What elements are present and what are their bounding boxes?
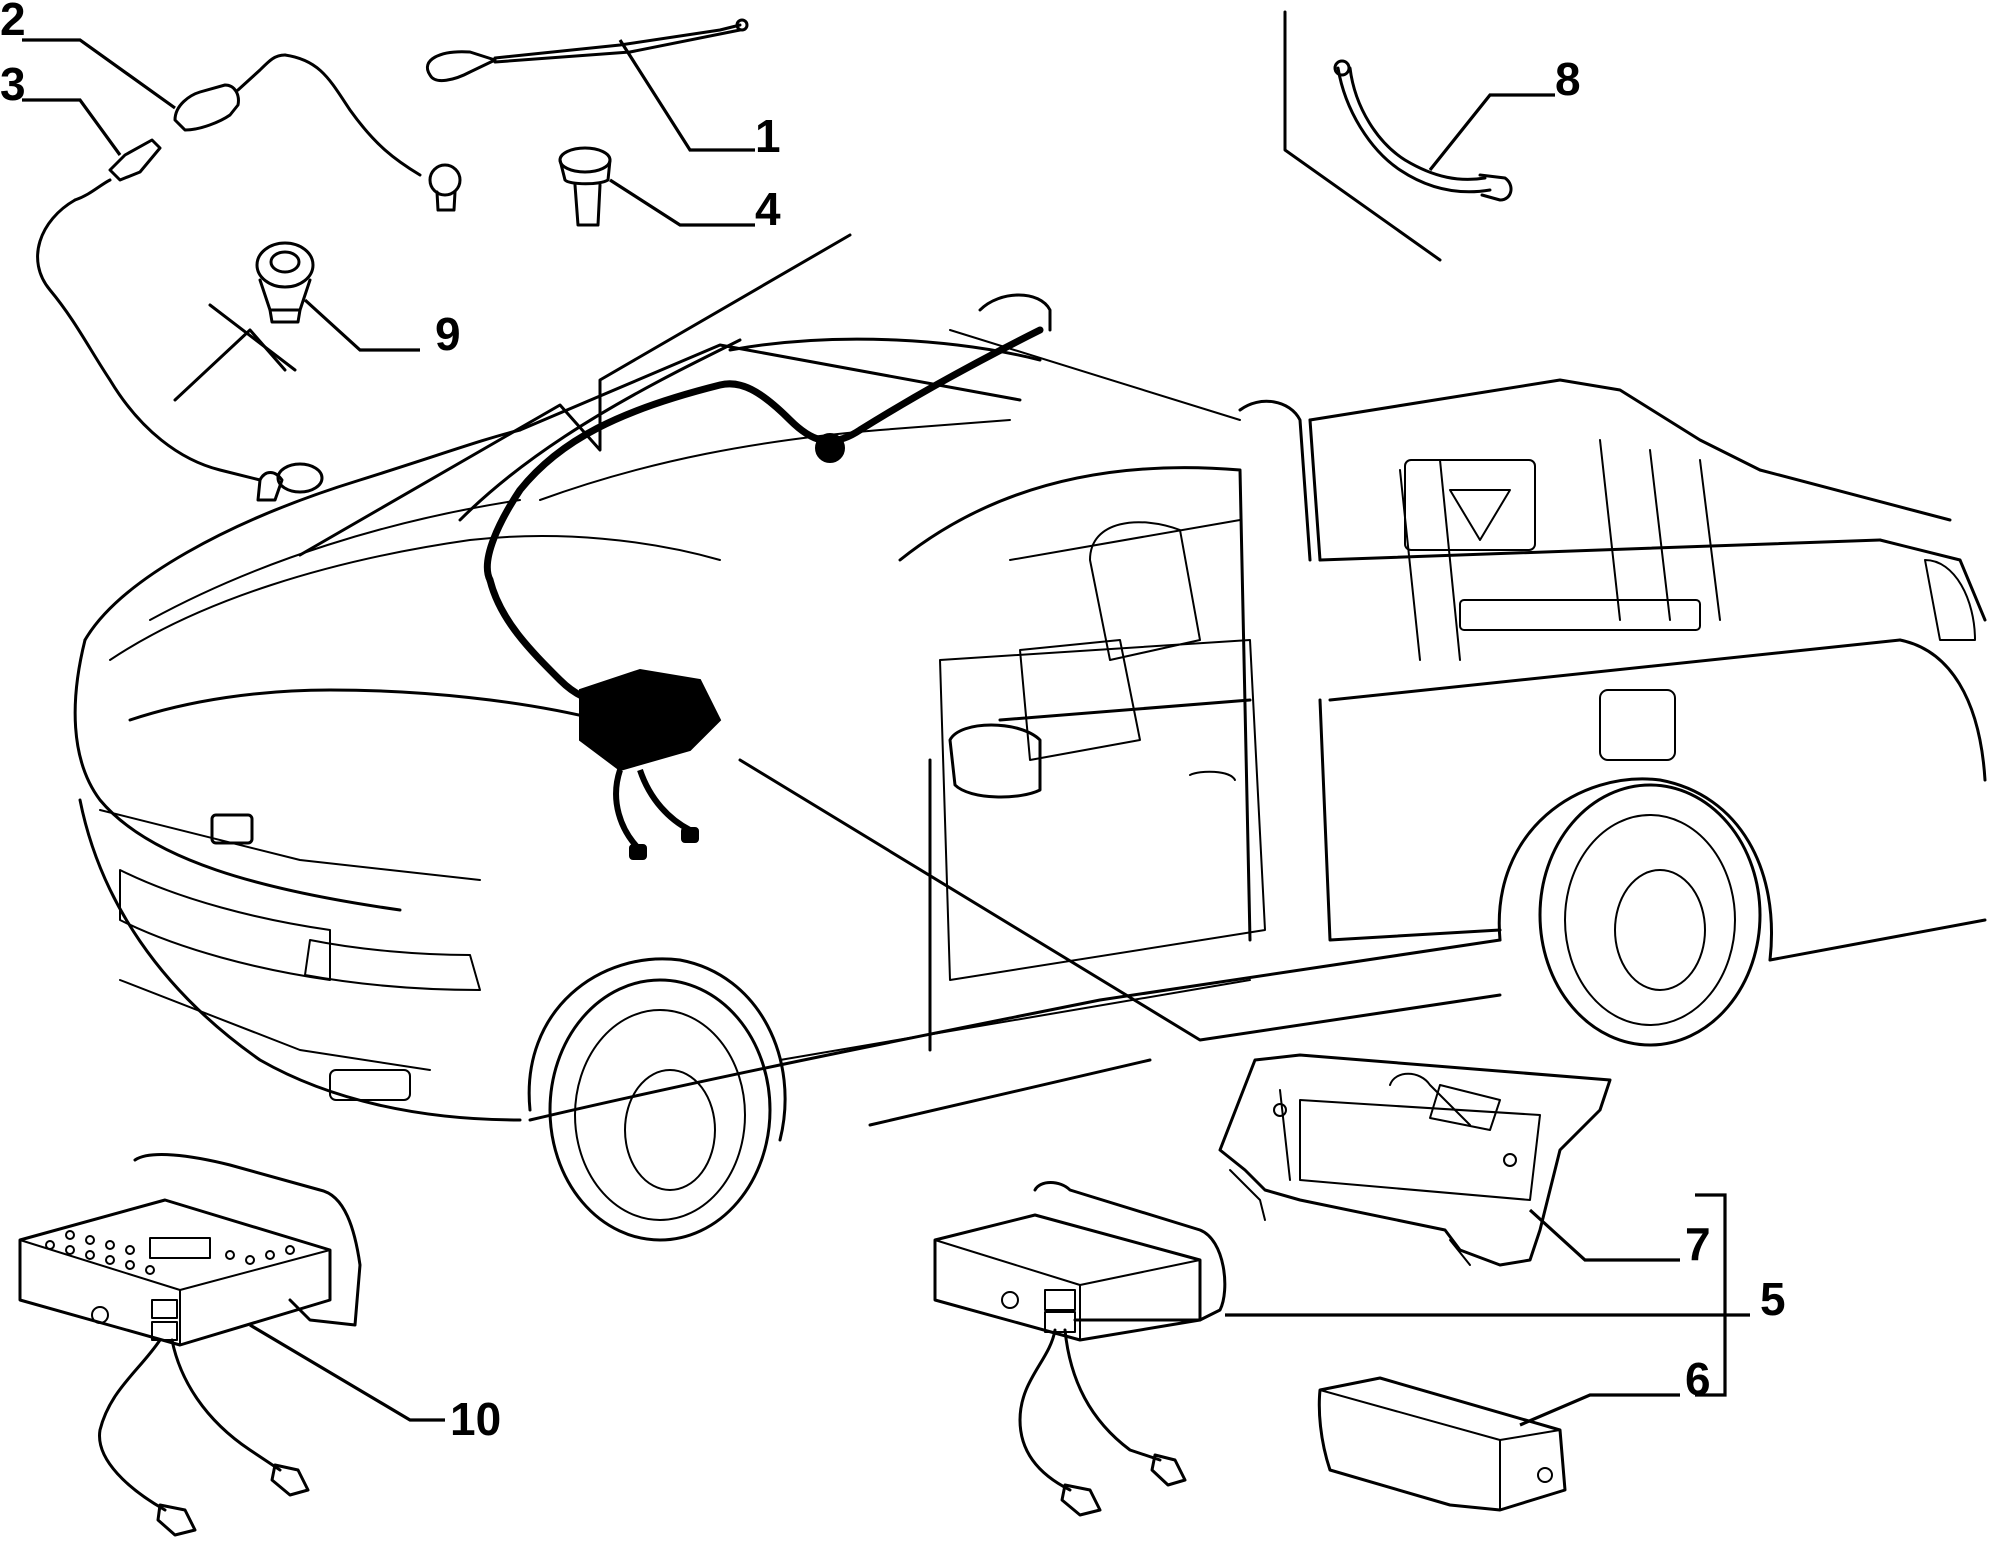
part-5-airbag-control-unit — [933, 1181, 1227, 1517]
part-7-bracket — [1218, 1053, 1612, 1267]
callout-10: 10 — [450, 1393, 501, 1445]
part-1-harness-lead — [426, 18, 749, 83]
callout-1: 1 — [755, 110, 781, 162]
callout-8: 8 — [1555, 53, 1581, 105]
pickup-truck — [73, 293, 1987, 1242]
vent-holes — [45, 1230, 295, 1275]
section-borders — [173, 10, 1502, 1127]
callout-7: 7 — [1685, 1218, 1711, 1270]
part-4-grommet — [558, 146, 612, 227]
callout-2: 2 — [0, 0, 26, 45]
part-6-airbag-cover — [1317, 1376, 1567, 1512]
part-8-cable-tie — [1333, 59, 1513, 202]
installed-airbag-module — [579, 668, 722, 860]
callout-4: 4 — [755, 183, 781, 235]
part-9-clip — [255, 241, 315, 324]
callout-labels: 2 3 1 4 9 8 7 5 6 10 — [0, 0, 1786, 1445]
part-2-3-sensor-cable — [36, 53, 462, 502]
part-10-airbag-unit — [18, 1153, 362, 1537]
wiring-harness — [483, 326, 1044, 706]
callout-6: 6 — [1685, 1353, 1711, 1405]
callout-5: 5 — [1760, 1273, 1786, 1325]
callout-9: 9 — [435, 308, 461, 360]
callout-3: 3 — [0, 58, 26, 110]
leader-lines — [22, 38, 1750, 1427]
